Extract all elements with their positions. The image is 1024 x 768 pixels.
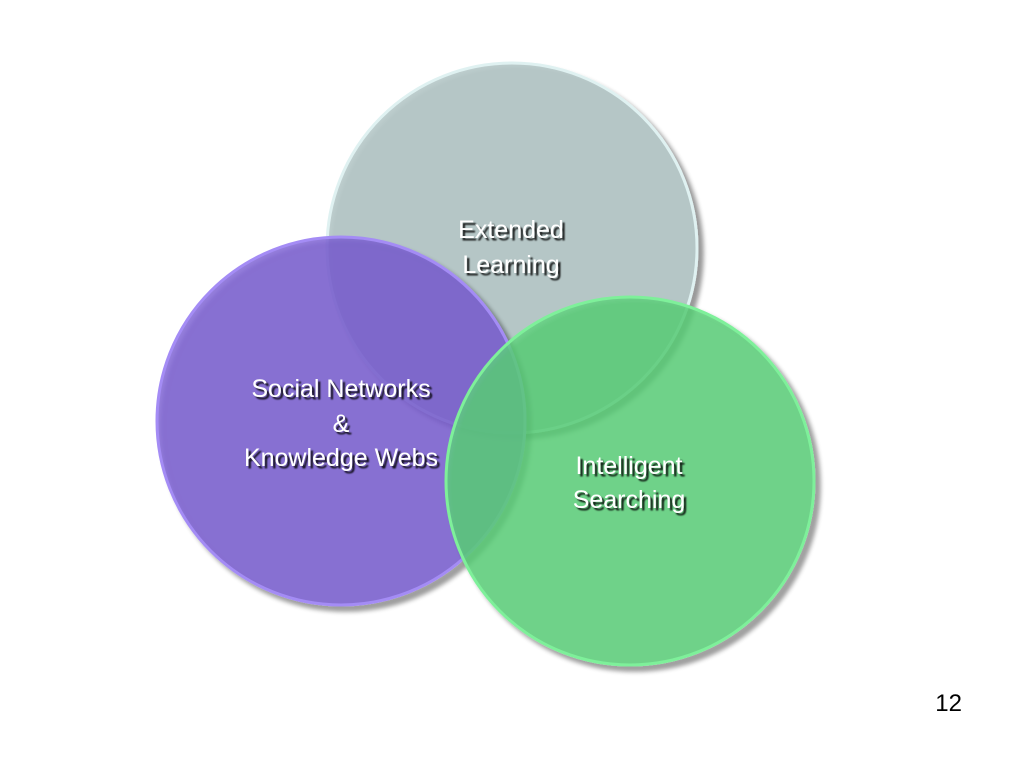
social-networks-label-line2: & [333, 410, 350, 438]
intelligent-searching-circle [444, 295, 816, 667]
intelligent-searching-label-line2: Searching [573, 486, 686, 514]
page-number: 12 [935, 690, 962, 717]
extended-learning-label-line2: Learning [462, 251, 559, 279]
intelligent-searching-label-line1: Intelligent [575, 452, 682, 480]
social-networks-label-line3: Knowledge Webs [244, 444, 438, 472]
extended-learning-label-line1: Extended [458, 216, 564, 244]
circle-labels: Extended Learning Social Networks & Know… [244, 216, 685, 514]
social-networks-label-line1: Social Networks [251, 375, 430, 403]
circle-intelligent-searching [444, 295, 816, 667]
